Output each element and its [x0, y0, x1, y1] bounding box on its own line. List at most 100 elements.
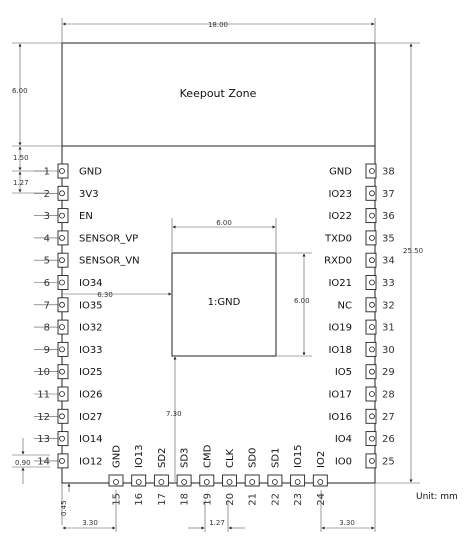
pin-hole-icon	[59, 212, 65, 219]
pin-number: 38	[382, 167, 395, 178]
pin-hole-icon	[369, 168, 375, 174]
pin-label: IO5	[335, 367, 352, 378]
pin-label: IO2	[316, 451, 327, 468]
dimension-bottom-pitch-label: 1.27	[209, 519, 225, 527]
pin-number: 37	[382, 189, 395, 200]
pin-label: SENSOR_VN	[79, 256, 140, 267]
pin-hole-icon	[294, 479, 301, 485]
pin-number: 18	[180, 493, 191, 506]
left-pin: 8 IO32	[34, 319, 103, 335]
pin-hole-icon	[59, 391, 65, 397]
pin-hole-icon	[369, 435, 375, 442]
dimension-gnd-height: 6.00	[277, 252, 312, 357]
pin-label: IO0	[335, 456, 352, 467]
dimension-side-pitch: 1.27	[12, 171, 48, 194]
pin-hole-icon	[369, 301, 375, 308]
pin-number: 36	[382, 211, 395, 222]
dimension-bottom-pitch: 1.27	[188, 500, 245, 532]
pin-label: NC	[338, 300, 352, 311]
pin-number: 11	[37, 390, 50, 401]
pin-number: 14	[37, 456, 50, 467]
pin-number: 16	[134, 493, 145, 506]
pin-number: 13	[37, 434, 50, 445]
pin-label: EN	[79, 211, 93, 222]
right-pin: GND 38	[329, 163, 395, 179]
pin-label: GND	[79, 167, 102, 178]
pin-label: IO21	[328, 278, 352, 289]
pin-hole-icon	[369, 234, 375, 241]
bottom-pin: CMD 19	[199, 444, 215, 506]
gnd-pad-label: 1:GND	[208, 297, 241, 308]
pin-hole-icon	[59, 324, 65, 331]
pin-number: 31	[382, 323, 395, 334]
left-pin: 12 IO27	[34, 408, 103, 424]
dimension-width: 18.00	[61, 18, 376, 43]
pin-label: IO27	[79, 412, 103, 423]
left-pin: 3 EN	[34, 208, 93, 224]
pin-hole-icon	[59, 168, 65, 174]
dimension-side-pitch-label: 1.27	[13, 179, 29, 187]
pin-hole-icon	[369, 457, 375, 464]
pin-hole-icon	[369, 413, 375, 420]
dimension-gnd-height-label: 6.00	[294, 297, 310, 305]
pin-number: 2	[44, 189, 50, 200]
dimension-keepout-label: 6.00	[12, 87, 28, 95]
pin-label: GND	[329, 167, 352, 178]
pin-number: 8	[44, 323, 50, 334]
pin-label: IO4	[335, 434, 352, 445]
pin-number: 12	[37, 412, 50, 423]
pin-hole-icon	[59, 435, 65, 442]
pin-hole-icon	[59, 301, 65, 308]
pin-label: IO19	[328, 323, 352, 334]
pin-label: TXD0	[324, 233, 352, 244]
pin-label: IO35	[79, 300, 103, 311]
pin-label: IO18	[328, 345, 352, 356]
pin-number: 3	[44, 211, 50, 222]
pin-label: IO25	[79, 367, 103, 378]
pin-label: IO13	[134, 444, 145, 468]
pin-hole-icon	[59, 190, 65, 197]
pin-hole-icon	[271, 479, 278, 485]
keepout-zone-label: Keepout Zone	[180, 87, 257, 100]
pin-hole-icon	[158, 479, 165, 485]
pin-label: IO22	[328, 211, 352, 222]
pin-label: IO34	[79, 278, 103, 289]
dimension-gnd-offset-x-label: 6.30	[97, 291, 113, 299]
pin-number: 19	[202, 493, 213, 506]
pin-label: 3V3	[79, 189, 99, 200]
dimension-height-label: 25.50	[403, 247, 423, 255]
dimension-bottom-right: 3.30	[320, 483, 376, 532]
dimension-bottom-offset-label: 0.45	[60, 500, 68, 516]
bottom-pin: IO13 16	[131, 444, 147, 506]
bottom-pin-row: GND15IO1316SD217SD318CMD19CLK20SD021SD12…	[108, 444, 328, 506]
pin-label: CMD	[202, 444, 213, 468]
dimension-gnd-offset-y: 7.30	[166, 356, 182, 482]
pin-number: 20	[225, 493, 236, 506]
dimension-bottom-right-label: 3.30	[339, 519, 355, 527]
pin-number: 23	[293, 493, 304, 506]
dimension-pad-height: 0.90	[12, 438, 50, 484]
pin-hole-icon	[226, 479, 233, 485]
pin-label: SD3	[180, 448, 191, 468]
dimension-gnd-width-label: 6.00	[216, 219, 232, 227]
pin-label: IO12	[79, 456, 103, 467]
pin-hole-icon	[369, 324, 375, 331]
pin-hole-icon	[59, 346, 65, 353]
pin-label: IO32	[79, 323, 103, 334]
